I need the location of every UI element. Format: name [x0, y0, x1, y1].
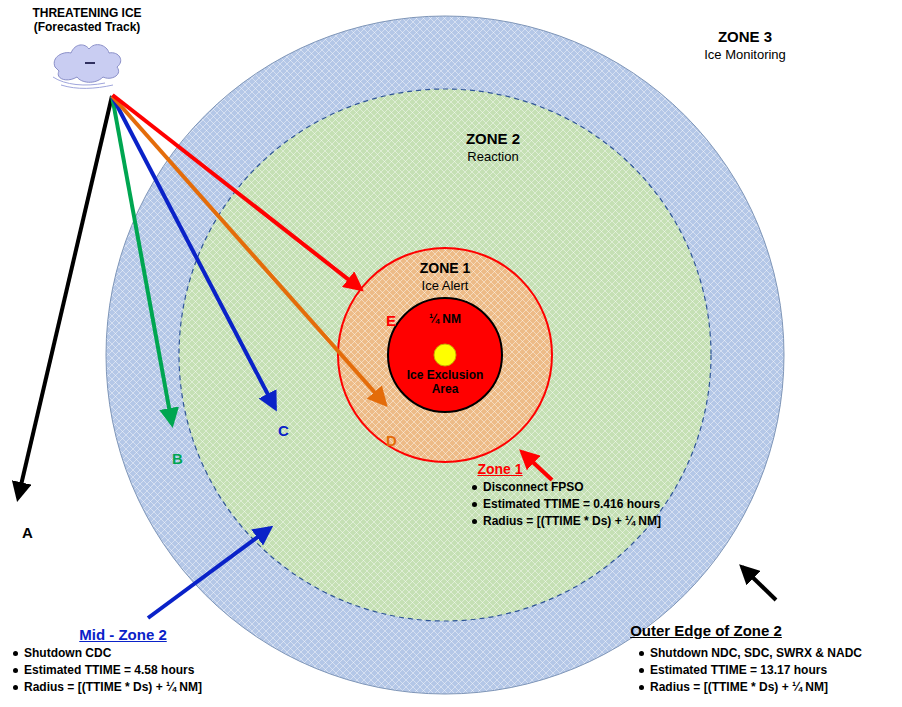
mid-zone2-pointer: [148, 528, 270, 618]
callout-item: Shutdown CDC: [24, 646, 111, 660]
callout-item: Radius = [(TTIME * Ds) + ¼ NM]: [483, 514, 661, 528]
track-letter: D: [386, 432, 397, 450]
callout-item: Shutdown NDC, SDC, SWRX & NADC: [650, 646, 862, 660]
track-arrow-d: [112, 96, 385, 404]
bullet-dot: [13, 651, 18, 656]
zone1-pointer: [522, 452, 552, 480]
zone1-circle: ZONE 1Ice Alert ¼ NM Ice Exclusion Area: [337, 247, 553, 463]
callout-item: Estimated TTIME = 0.416 hours: [483, 497, 660, 511]
callout-item: Estimated TTIME = 4.58 hours: [24, 663, 194, 677]
iceberg: THREATENING ICE (Forecasted Track): [25, 5, 150, 95]
zone-subtitle: Ice Alert: [390, 278, 500, 294]
track-letter: A: [22, 524, 33, 542]
zone-heading: ZONE 1: [390, 260, 500, 277]
zone-heading: ZONE 3: [675, 28, 815, 46]
zone-subtitle: Ice Exclusion Area: [402, 368, 488, 397]
callout-item: Estimated TTIME = 13.17 hours: [650, 663, 827, 677]
zone-heading: ¼ NM: [405, 312, 485, 326]
callout-item: Radius = [(TTIME * Ds) + ¼ NM]: [24, 680, 202, 694]
bullet-dot: [639, 685, 644, 690]
callout-title: Zone 1: [477, 461, 522, 478]
zone-heading: THREATENING ICE (Forecasted Track): [25, 6, 149, 35]
track-arrow-b: [112, 96, 172, 424]
zone3-circle: ZONE 3Ice MonitoringZONE 2ReactionZONE 1…: [105, 15, 785, 695]
outer-zone2-pointer: [742, 567, 776, 600]
bullet-dot: [639, 651, 644, 656]
zone2-circle: ZONE 2ReactionZONE 1Ice Alert ¼ NM Ice Exc…: [178, 88, 712, 622]
bullet-dot: [639, 668, 644, 673]
callout-item: Radius = [(TTIME * Ds) + ¼ NM]: [650, 680, 828, 694]
callout-item: Disconnect FPSO: [483, 480, 584, 494]
bullet-dot: [13, 685, 18, 690]
track-letter: E: [386, 312, 396, 330]
track-letter: B: [172, 450, 183, 468]
zone-heading: ZONE 2: [433, 130, 553, 148]
track-letter: C: [278, 422, 289, 440]
callout-title: Mid - Zone 2: [79, 626, 167, 644]
track-arrow-e: [113, 95, 361, 289]
bullet-dot: [13, 668, 18, 673]
callout-title: Outer Edge of Zone 2: [630, 622, 782, 640]
track-arrow-a: [18, 96, 112, 498]
zone-subtitle: Reaction: [433, 149, 553, 165]
ice-exclusion-circle: ¼ NM Ice Exclusion Area: [387, 297, 503, 413]
zone-subtitle: Ice Monitoring: [675, 47, 815, 63]
